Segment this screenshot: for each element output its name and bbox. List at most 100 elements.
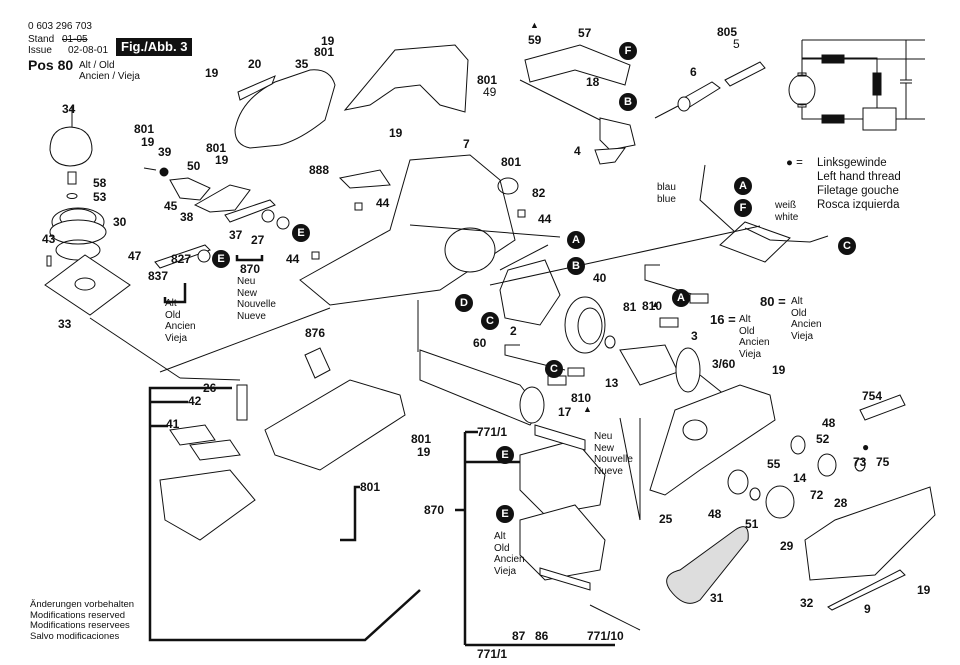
part-label-32: 32 [800,596,814,610]
marker-a: A [672,289,690,307]
lever-assembly [144,168,289,268]
note-line: Old [165,309,181,321]
part-label-39: 39 [158,145,172,159]
part-label-31: 31 [710,591,724,605]
note-line: Old [494,542,510,554]
part-label-48: 48 [708,507,722,521]
part-label-17: 17 [558,405,572,419]
part-label-60: 60 [473,336,487,350]
part-label-801: 801 [501,155,522,169]
part-label-27: 27 [251,233,265,247]
part-label-41: 41 [166,417,180,431]
part-label-19: 19 [417,445,431,459]
replacement-triangle-icon: ▲ [583,404,592,414]
part-label-55: 55 [767,457,781,471]
note-line: Nouvelle [237,299,276,310]
marker-e: E [292,224,310,242]
brush-holders [505,265,708,385]
note-line: Ancien [165,321,196,332]
belt-side-cover [235,70,335,148]
part-label-40: 40 [593,271,607,285]
stand-value: 01-05 [62,34,88,45]
note-line: Nueve [237,310,266,322]
note-line: Neu [594,431,613,442]
part-label-57: 57 [578,26,592,40]
replacement-triangle-icon: ▲ [651,299,660,309]
part-label-3-60: 3/60 [712,357,736,371]
note-line: Nouvelle [594,454,633,465]
part-label-19: 19 [321,34,335,48]
depth-knob-assembly [45,106,130,315]
old-note: Alt Old Ancien Vieja [165,298,196,344]
marker-c: C [838,237,856,255]
part-label-44: 44 [286,252,300,266]
switch-80 [700,165,828,262]
part-label-37: 37 [229,228,243,242]
part-label-9: 9 [864,602,871,616]
armature [620,345,725,395]
marker-e: E [496,505,514,523]
note-line: Vieja [739,348,762,360]
part-label-28: 28 [834,496,848,510]
pos-label: Pos 80 [28,57,74,73]
leader-lines [90,225,760,520]
part-label-52: 52 [816,432,830,446]
parking-foot [160,425,255,540]
note-line: white [775,211,799,223]
part-label-7: 7 [463,137,470,151]
marker-b: B [619,93,637,111]
footer-line: Modifications reserved [30,609,126,621]
part-label-26: 26 [203,381,217,395]
note-line: New [237,287,258,299]
part-label-870: 870 [240,262,261,276]
white-wire-note: weiß white [775,200,798,223]
part-label-20: 20 [248,57,262,71]
part-label-30: 30 [113,215,127,229]
legend-line: Filetage gouche [817,185,899,197]
part-label-58: 58 [93,176,107,190]
marker-e: E [212,250,230,268]
part-label-19: 19 [141,135,155,149]
part-label-801: 801 [134,122,155,136]
drive-belt [667,527,749,604]
new-note: Neu New Nouvelle Nueve [594,431,633,477]
note-line: Alt [739,314,751,325]
part-label-19: 19 [205,66,219,80]
old-note: Alt Old Ancien Vieja [791,296,822,342]
part-label-25: 25 [659,512,673,526]
part-label-14: 14 [793,471,807,485]
part-label-42: 42 [188,394,202,408]
note-line: blau [657,182,676,193]
part-label-29: 29 [780,539,794,553]
part-label-35: 35 [295,57,309,71]
part-label-44: 44 [538,212,552,226]
part-label-19: 19 [917,583,931,597]
note-line: Ancien [791,319,822,330]
pos-note-1: Alt / Old [79,60,115,71]
legend-line: Linksgewinde [817,157,887,169]
marker-d: D [455,294,473,312]
part-label-73: 73 [853,455,867,469]
note-line: Alt [791,296,803,307]
cutter-drums [520,425,640,630]
part-label-51: 51 [745,517,759,531]
part-label-72: 72 [810,488,824,502]
wire-bracket [520,45,635,164]
new-note: Neu New Nouvelle Nueve [237,276,276,322]
marker-c: C [545,360,563,378]
circuit-schematic [789,40,925,130]
part-label-87: 87 [512,629,526,643]
part-label-810: 810 [642,299,663,313]
footer-line: Modifications reservees [30,620,130,631]
note-line: Old [739,325,755,337]
part-label-49: 49 [483,85,497,99]
old-note: Alt Old Ancien Vieja [739,314,770,360]
switch-80-equals: 80 = [760,294,786,309]
note-line: Alt [165,298,177,309]
part-label-45: 45 [164,199,178,213]
part-label-5: 5 [733,37,740,51]
part-label-34: 34 [62,102,76,116]
part-label-3: 3 [691,329,698,343]
part-label-81: 81 [623,300,637,314]
field-coil [500,260,615,353]
